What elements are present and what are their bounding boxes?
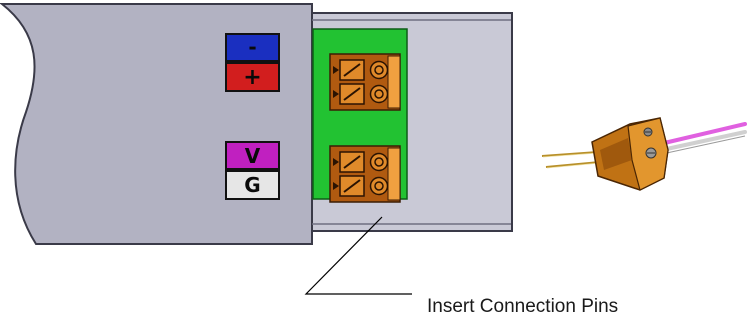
label-negative-text: -: [248, 35, 256, 59]
label-negative: -: [225, 33, 280, 62]
connection-pin-plug[interactable]: [541, 117, 747, 191]
label-ground: G: [225, 170, 280, 200]
callout-label: Insert Connection Pins: [427, 296, 619, 317]
label-positive: +: [225, 62, 280, 92]
label-voltage: V: [225, 141, 280, 170]
label-positive-text: +: [243, 65, 261, 90]
label-voltage-text: V: [245, 144, 261, 168]
label-ground-text: G: [244, 173, 260, 197]
terminal-block-lower[interactable]: [329, 145, 401, 203]
terminal-block-upper[interactable]: [329, 53, 401, 111]
callout-leader: [304, 216, 412, 295]
